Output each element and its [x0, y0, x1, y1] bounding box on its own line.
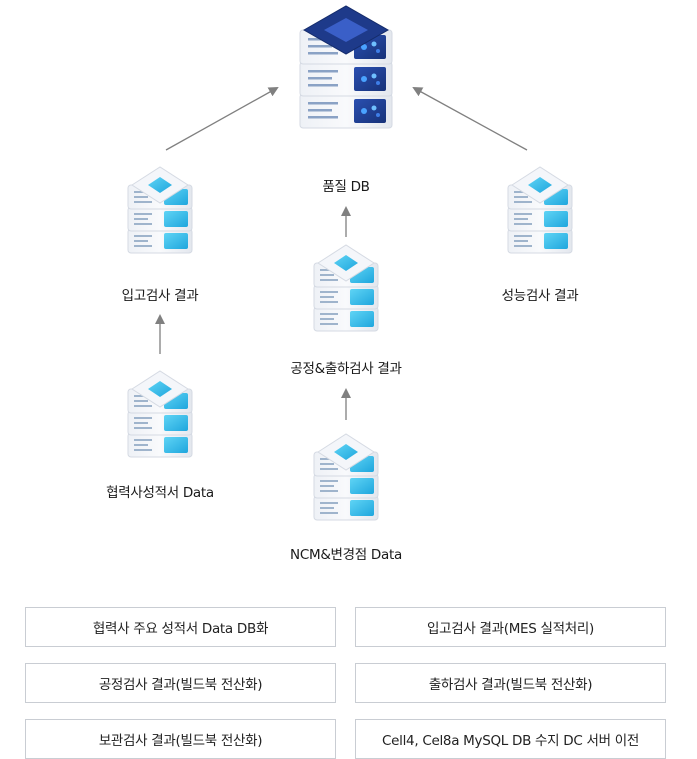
- quality-db-label: 품질 DB: [322, 179, 370, 195]
- performance-server-icon: [507, 166, 573, 254]
- main-server-icon: [299, 5, 393, 129]
- box-incoming-mes: 입고검사 결과(MES 실적처리): [355, 607, 666, 647]
- box-shipping-buildbook: 출하검사 결과(빌드북 전산화): [355, 663, 666, 703]
- process-shipping-label: 공정&출하검사 결과: [290, 361, 402, 377]
- arrow-performance-to-db: [412, 87, 528, 151]
- ncm-label: NCM&변경점 Data: [290, 547, 402, 563]
- supplier-server-icon: [127, 370, 193, 458]
- flow-diagram: [127, 5, 573, 521]
- box-storage-buildbook: 보관검사 결과(빌드북 전산화): [25, 719, 336, 759]
- box-mysql-migration: Cell4, Cel8a MySQL DB 수지 DC 서버 이전: [355, 719, 666, 759]
- box-supplier-db: 협력사 주요 성적서 Data DB화: [25, 607, 336, 647]
- incoming-server-icon: [127, 166, 193, 254]
- process-server-icon: [313, 244, 379, 332]
- incoming-label: 입고검사 결과: [121, 288, 199, 304]
- supplier-label: 협력사성적서 Data: [106, 485, 214, 501]
- performance-label: 성능검사 결과: [501, 288, 579, 304]
- arrow-incoming-to-db: [165, 87, 279, 151]
- box-process-buildbook: 공정검사 결과(빌드북 전산화): [25, 663, 336, 703]
- ncm-server-icon: [313, 433, 379, 521]
